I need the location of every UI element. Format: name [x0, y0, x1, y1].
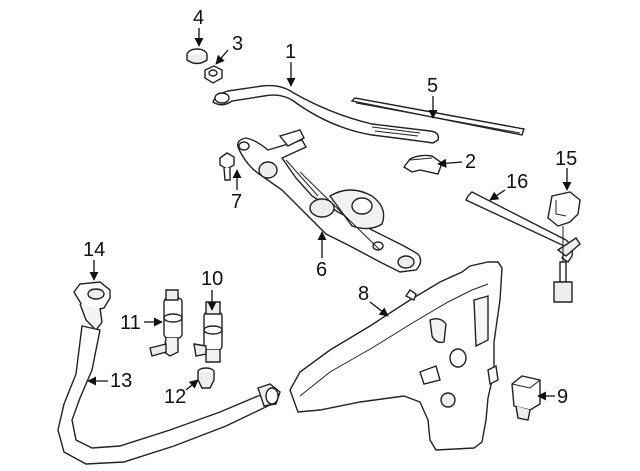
callout-16: 16	[506, 171, 529, 193]
callout-7: 7	[231, 191, 243, 213]
part-12-grommet	[198, 368, 214, 388]
part-6-wiper-linkage	[238, 130, 421, 272]
part-8-washer-reservoir	[290, 262, 502, 450]
callout-9: 9	[557, 386, 569, 408]
leader-16	[489, 189, 506, 201]
leader-8	[369, 301, 389, 317]
leader-3	[215, 49, 229, 65]
part-15-connector	[548, 192, 580, 302]
part-9-pump-sensor	[512, 376, 540, 420]
part-5-wiper-blade	[352, 98, 524, 135]
leader-lines	[87, 28, 572, 401]
callout-3: 3	[232, 33, 244, 55]
callout-4: 4	[193, 7, 205, 29]
callout-6: 6	[316, 259, 328, 281]
callout-13: 13	[110, 370, 133, 392]
part-14-filler-neck	[74, 282, 110, 330]
part-3-nut	[205, 66, 222, 83]
callout-15: 15	[555, 148, 578, 170]
leader-2	[437, 158, 463, 168]
callout-11: 11	[120, 312, 141, 334]
callout-8: 8	[358, 283, 370, 305]
part-10-washer-pump	[194, 302, 222, 362]
callout-14: 14	[83, 239, 106, 261]
part-7-bolt	[220, 153, 234, 180]
callout-12: 12	[164, 386, 187, 408]
leader-12	[185, 379, 199, 391]
callout-1: 1	[285, 41, 297, 63]
part-11-washer-pump	[150, 290, 182, 356]
callout-5: 5	[427, 75, 439, 97]
part-4-cap	[187, 49, 207, 64]
part-1-wiper-arm	[213, 86, 438, 143]
part-13-hose	[58, 326, 280, 464]
part-2-bracket	[404, 155, 442, 174]
callout-10: 10	[201, 268, 224, 290]
callout-2: 2	[465, 151, 477, 173]
